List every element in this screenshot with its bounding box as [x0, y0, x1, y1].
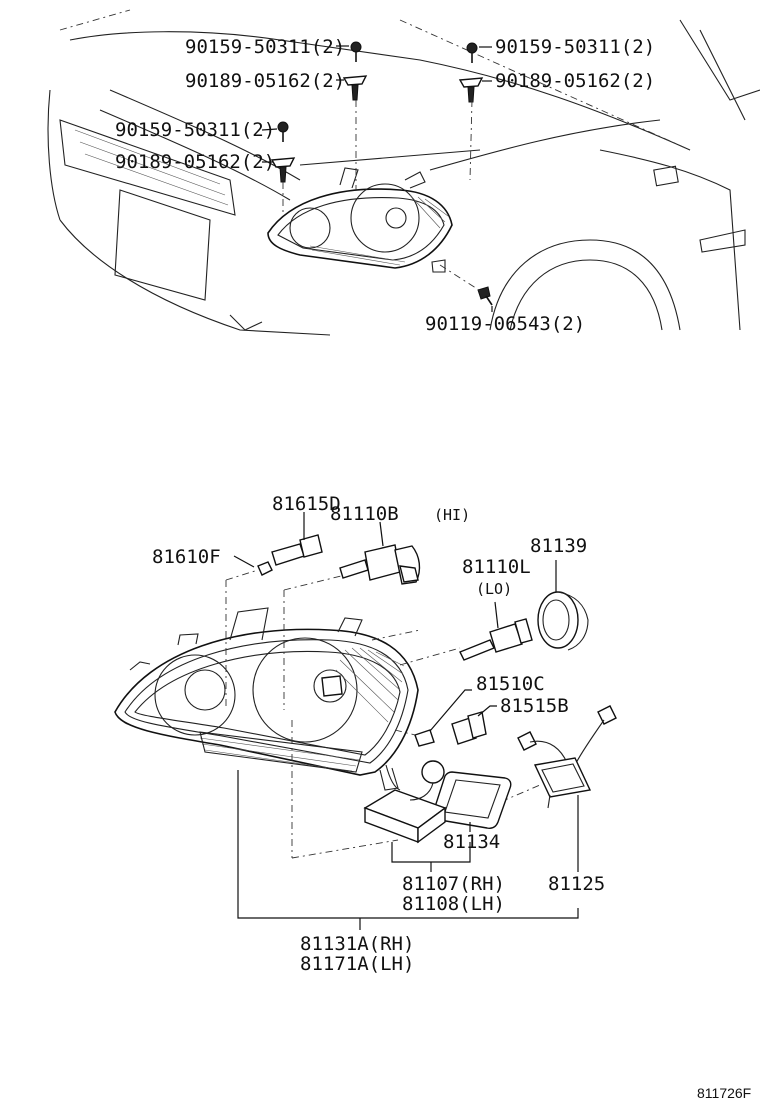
clip-icon: [270, 157, 296, 183]
label-81110L-note: (LO): [476, 580, 512, 598]
label-81110L: 81110L: [462, 556, 531, 578]
label-81171A: 81171A(LH): [300, 953, 414, 975]
callout-90189-top-left: 90189-05162(2): [185, 70, 345, 92]
callout-90159-mid-left: 90159-50311(2): [115, 119, 275, 141]
clip-icon: [458, 77, 484, 103]
bulb-81510C-icon: [414, 689, 472, 747]
label-81134: 81134: [443, 831, 500, 853]
label-81515B: 81515B: [500, 695, 569, 717]
label-81510C: 81510C: [476, 673, 545, 695]
assembly-bracket: [237, 770, 579, 919]
label-81125: 81125: [548, 873, 605, 895]
screw-icon: [350, 41, 362, 62]
label-81131A: 81131A(RH): [300, 933, 414, 955]
gasket-81134-icon: [433, 771, 512, 832]
label-81610F: 81610F: [152, 546, 221, 568]
bulb-81610F-icon: [233, 555, 273, 576]
callout-90189-top-right: 90189-05162(2): [495, 70, 655, 92]
callout-90159-top-left: 90159-50311(2): [185, 36, 345, 58]
bolt-icon: [477, 286, 493, 306]
bulb-81110B-icon: [339, 521, 421, 585]
callout-90159-top-right: 90159-50311(2): [495, 36, 655, 58]
callout-90189-mid-left: 90189-05162(2): [115, 151, 275, 173]
headlamp-assembly: [114, 607, 419, 791]
socket-81515B-icon: [451, 705, 497, 745]
socket-81615D-icon: [271, 512, 323, 566]
top-fasteners: [261, 41, 493, 312]
clip-icon: [342, 75, 368, 101]
bulb-81110L-icon: [459, 601, 533, 661]
installed-headlamp: [267, 167, 453, 273]
cap-ring-81139-icon: [537, 560, 589, 651]
label-81110B-note: (HI): [434, 506, 470, 524]
label-81108: 81108(LH): [402, 893, 505, 915]
figure-id: 811726F: [697, 1085, 751, 1101]
harness-81125-icon: [517, 705, 617, 872]
label-81110B: 81110B: [330, 503, 399, 525]
callout-90119-bolt: 90119-06543(2): [425, 313, 585, 335]
car-front-sketch: [47, 9, 760, 336]
label-81107: 81107(RH): [402, 873, 505, 895]
screw-icon: [466, 42, 478, 63]
screw-icon: [277, 121, 289, 142]
ballast-81107-icon: [363, 760, 471, 872]
label-81615D: 81615D: [272, 493, 341, 515]
label-81139: 81139: [530, 535, 587, 557]
